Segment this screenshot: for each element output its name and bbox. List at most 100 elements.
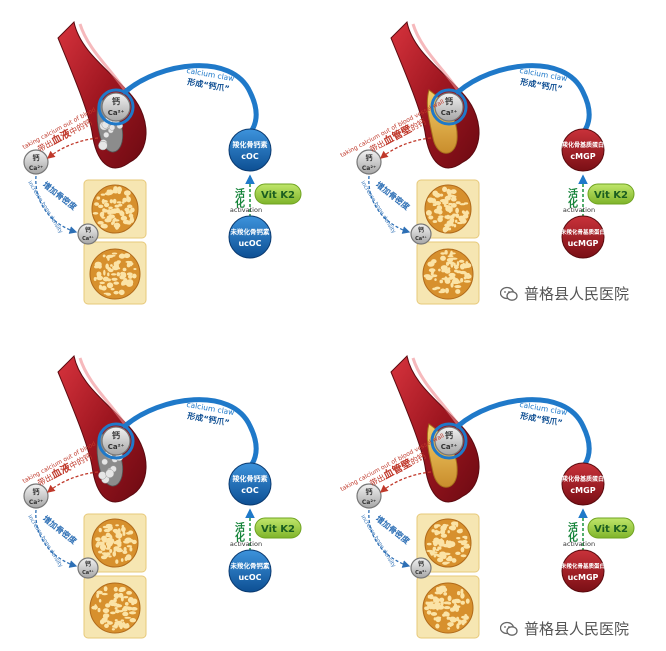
calcium-out-arrow: [47, 137, 99, 159]
calcium-symbol: Ca²⁺: [362, 165, 376, 172]
uncarboxylated-label-cn: 未羧化骨基质蛋白: [560, 562, 605, 570]
watermark-top: 普格县人民医院: [500, 283, 629, 304]
calcium-symbol: Ca²⁺: [82, 570, 94, 576]
carboxylated-label-en: cOC: [241, 152, 259, 161]
bone-upper-trabecular: [91, 518, 139, 568]
bone-upper-trabecular: [424, 518, 472, 568]
uncarboxylated-label-cn: 未羧化骨基质蛋白: [560, 228, 605, 236]
carboxylated-protein: [228, 128, 272, 172]
calcium-ion-bone: [77, 557, 99, 579]
calcium-ion-bone: [410, 223, 432, 245]
vitk2-label: Vit K2: [594, 524, 628, 535]
activation-label-en: activation: [563, 540, 595, 548]
carboxylated-label-en: cMGP: [570, 152, 595, 161]
vitk2-pill: [254, 517, 302, 539]
calcium-ion-vessel: [101, 426, 131, 456]
activation-label-cn: 活化: [233, 187, 245, 209]
activation-label-cn: 活化: [566, 521, 578, 543]
calcium-ion-label: 钙: [112, 96, 120, 106]
watermark-text: 普格县人民医院: [524, 620, 630, 638]
bone-density-arrow: [35, 509, 78, 568]
bone-lower-trabecular: [422, 582, 474, 634]
vitk2-label: Vit K2: [261, 524, 295, 535]
calcium-ion-free: [23, 149, 49, 175]
uncarboxylated-protein: [561, 215, 605, 259]
calcium-symbol: Ca²⁺: [82, 236, 94, 242]
bone-density-arrow: [368, 175, 411, 234]
watermark-bottom: 普格县人民医院: [500, 618, 629, 639]
carboxylated-label-cn: 羧化骨钙素: [233, 474, 268, 483]
carboxylated-label-en: cMGP: [570, 486, 595, 495]
calcium-ion-vessel: [101, 92, 131, 122]
calcium-claw-arc: [455, 63, 592, 133]
calcium-claw-arc: [455, 397, 592, 467]
vitk2-label: Vit K2: [594, 190, 628, 201]
uncarboxylated-label-en: ucOC: [238, 573, 261, 582]
calcium-claw-arc: [122, 63, 259, 133]
calcium-ion-label: 钙: [366, 487, 373, 496]
calcium-ion-label: 钙: [85, 226, 91, 234]
carboxylated-protein: [561, 462, 605, 506]
bone-upper-trabecular: [91, 184, 139, 234]
calcium-out-arrow: [380, 137, 432, 159]
calcium-symbol: Ca²⁺: [441, 443, 458, 451]
uncarboxylated-label-en: ucMGP: [568, 573, 599, 582]
calcium-symbol: Ca²⁺: [108, 109, 125, 117]
calcium-ion-vessel: [434, 92, 464, 122]
calcium-symbol: Ca²⁺: [29, 499, 43, 506]
calcium-ion-free: [356, 483, 382, 509]
activation-label-en: activation: [230, 540, 262, 548]
calcium-claw-ring: [97, 88, 135, 126]
calcium-out-arrow: [380, 471, 432, 493]
uncarboxylated-protein: [561, 549, 605, 593]
calcium-ion-label: 钙: [445, 430, 453, 440]
uncarboxylated-label-en: ucMGP: [568, 239, 599, 248]
uncarboxylated-label-cn: 未羧化骨钙素: [231, 561, 271, 570]
bone-upper-trabecular: [424, 184, 472, 234]
carboxylated-label-cn: 羧化骨基质蛋白: [562, 141, 604, 149]
calcium-claw-ring: [430, 422, 468, 460]
uncarboxylated-protein: [228, 215, 272, 259]
calcium-claw-ring: [430, 88, 468, 126]
calcium-ion-label: 钙: [418, 560, 424, 568]
calcium-symbol: Ca²⁺: [441, 109, 458, 117]
uncarboxylated-label-cn: 未羧化骨钙素: [231, 227, 271, 236]
carboxylated-label-cn: 羧化骨钙素: [233, 140, 268, 149]
calcium-symbol: Ca²⁺: [29, 165, 43, 172]
calcium-symbol: Ca²⁺: [362, 499, 376, 506]
calcium-claw-arc: [122, 397, 259, 467]
vitk2-pill: [254, 183, 302, 205]
vitk2-label: Vit K2: [261, 190, 295, 201]
calcium-symbol: Ca²⁺: [415, 570, 427, 576]
calcium-ion-label: 钙: [445, 96, 453, 106]
bone-density-arrow: [35, 175, 78, 234]
vitk2-pill: [587, 517, 635, 539]
wechat-icon: [500, 286, 518, 301]
bone-lower-trabecular: [89, 248, 141, 300]
calcium-ion-bone: [410, 557, 432, 579]
uncarboxylated-label-en: ucOC: [238, 239, 261, 248]
calcium-ion-vessel: [434, 426, 464, 456]
carboxylated-protein: [228, 462, 272, 506]
activation-label-en: activation: [563, 206, 595, 214]
calcium-ion-free: [23, 483, 49, 509]
calcium-ion-bone: [77, 223, 99, 245]
vitk2-pill: [587, 183, 635, 205]
calcium-ion-label: 钙: [366, 153, 373, 162]
carboxylated-protein: [561, 128, 605, 172]
calcium-ion-label: 钙: [33, 487, 40, 496]
activation-label-cn: 活化: [566, 187, 578, 209]
calcium-ion-label: 钙: [85, 560, 91, 568]
bone-lower-trabecular: [89, 582, 141, 634]
uncarboxylated-protein: [228, 549, 272, 593]
carboxylated-label-cn: 羧化骨基质蛋白: [562, 475, 604, 483]
carboxylated-label-en: cOC: [241, 486, 259, 495]
calcium-out-arrow: [47, 471, 99, 493]
calcium-ion-label: 钙: [112, 430, 120, 440]
bone-density-arrow: [368, 509, 411, 568]
calcium-ion-free: [356, 149, 382, 175]
